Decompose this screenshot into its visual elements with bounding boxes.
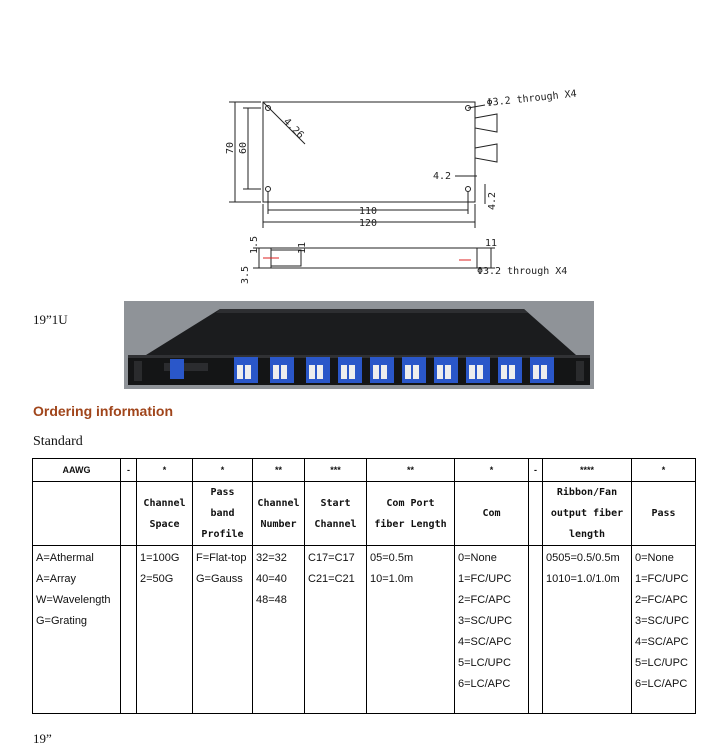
- dim-4-2-h: 4.2: [433, 171, 451, 182]
- option-item: 3=SC/UPC: [458, 615, 513, 627]
- dim-4-2-v: 4.2: [487, 192, 498, 210]
- code-cell: *: [192, 458, 253, 482]
- code-row: AAWG - * * ** *** ** * - **** *: [32, 458, 696, 482]
- section-heading: Ordering information: [33, 403, 173, 419]
- option-item: 2=FC/APC: [458, 594, 511, 606]
- option-item: 0505=0.5/0.5m: [546, 552, 620, 564]
- header-cell: Com: [454, 481, 529, 546]
- options-cell: A=Athermal A=Array W=Wavelength G=Gratin…: [32, 545, 121, 714]
- header-row: Channel Space Pass band Profile Channel …: [32, 481, 696, 546]
- dim-11-right: 11: [485, 238, 497, 249]
- option-item: G=Gauss: [196, 573, 243, 585]
- option-item: 1=100G: [140, 552, 180, 564]
- code-cell: *: [454, 458, 529, 482]
- dim-110: 110: [359, 206, 377, 217]
- option-item: 2=50G: [140, 573, 174, 585]
- option-item: 1=FC/UPC: [458, 573, 512, 585]
- option-item: 5=LC/UPC: [635, 657, 688, 669]
- code-cell: -: [120, 458, 137, 482]
- header-cell: [32, 481, 121, 546]
- code-cell: *: [136, 458, 193, 482]
- header-cell: Pass: [631, 481, 696, 546]
- header-cell: Com Port fiber Length: [366, 481, 455, 546]
- code-cell: AAWG: [32, 458, 121, 482]
- option-item: C17=C17: [308, 552, 355, 564]
- header-cell: Start Channel: [304, 481, 367, 546]
- rack-photo: [124, 301, 594, 389]
- options-cell: C17=C17 C21=C21: [304, 545, 367, 714]
- mount-hole: [265, 186, 271, 192]
- option-item: W=Wavelength: [36, 594, 111, 606]
- options-cell: 05=0.5m 10=1.0m: [366, 545, 455, 714]
- rack-label-1u: 19”1U: [33, 312, 68, 327]
- option-item: G=Grating: [36, 615, 88, 627]
- option-item: A=Array: [36, 573, 77, 585]
- hole-note-top: Φ3.2 through X4: [486, 89, 577, 109]
- dim-11-left: 11: [297, 242, 308, 254]
- option-item: 4=SC/APC: [635, 636, 689, 648]
- option-item: 3=SC/UPC: [635, 615, 690, 627]
- options-cell: 1=100G 2=50G: [136, 545, 193, 714]
- mount-hole: [465, 186, 471, 192]
- options-row: A=Athermal A=Array W=Wavelength G=Gratin…: [32, 545, 696, 714]
- header-cell: Pass band Profile: [192, 481, 253, 546]
- option-item: 32=32: [256, 552, 287, 564]
- option-item: 1010=1.0/1.0m: [546, 573, 620, 585]
- section-subheading: Standard: [33, 434, 83, 449]
- option-item: 4=SC/APC: [458, 636, 512, 648]
- option-item: 6=LC/APC: [458, 678, 511, 690]
- header-cell: Channel Space: [136, 481, 193, 546]
- dim-1-5: 1.5: [249, 236, 260, 254]
- options-cell: [120, 545, 137, 714]
- dim-120: 120: [359, 218, 377, 229]
- option-item: 0=None: [635, 552, 674, 564]
- code-cell: *: [631, 458, 696, 482]
- option-item: 6=LC/APC: [635, 678, 688, 690]
- header-cell: [528, 481, 543, 546]
- option-item: 0=None: [458, 552, 497, 564]
- options-cell: 0=None 1=FC/UPC 2=FC/APC 3=SC/UPC 4=SC/A…: [454, 545, 529, 714]
- code-cell: -: [528, 458, 543, 482]
- ordering-table: AAWG - * * ** *** ** * - **** * Channel …: [32, 458, 696, 714]
- option-item: 48=48: [256, 594, 287, 606]
- option-item: 10=1.0m: [370, 573, 414, 585]
- option-item: 40=40: [256, 573, 287, 585]
- header-cell: Channel Number: [252, 481, 305, 546]
- options-cell: 0=None 1=FC/UPC 2=FC/APC 3=SC/UPC 4=SC/A…: [631, 545, 696, 714]
- dim-70: 70: [225, 142, 236, 154]
- option-item: 05=0.5m: [370, 552, 414, 564]
- option-item: C21=C21: [308, 573, 355, 585]
- option-item: F=Flat-top: [196, 552, 247, 564]
- dim-60: 60: [238, 142, 249, 154]
- dim-3-5: 3.5: [240, 266, 251, 284]
- header-cell: [120, 481, 137, 546]
- code-cell: **: [366, 458, 455, 482]
- header-cell: Ribbon/Fan output fiber length: [542, 481, 632, 546]
- mount-hole: [265, 105, 271, 111]
- option-item: 2=FC/APC: [635, 594, 688, 606]
- dim-chamfer: 4.26: [281, 116, 306, 141]
- rack-label-19: 19”: [33, 731, 52, 746]
- mechanical-drawing: Φ3.2 through X4 4.26 70 60 4.2 4.2 110 1…: [225, 89, 577, 284]
- module-top-view: [262, 101, 476, 203]
- code-cell: ****: [542, 458, 632, 482]
- code-cell: ***: [304, 458, 367, 482]
- options-cell: F=Flat-top G=Gauss: [192, 545, 253, 714]
- option-item: A=Athermal: [36, 552, 94, 564]
- options-cell: [528, 545, 543, 714]
- options-cell: 32=32 40=40 48=48: [252, 545, 305, 714]
- code-cell: **: [252, 458, 305, 482]
- option-item: 5=LC/UPC: [458, 657, 511, 669]
- option-item: 1=FC/UPC: [635, 573, 689, 585]
- options-cell: 0505=0.5/0.5m 1010=1.0/1.0m: [542, 545, 632, 714]
- hole-note-side: Φ3.2 through X4: [477, 266, 567, 277]
